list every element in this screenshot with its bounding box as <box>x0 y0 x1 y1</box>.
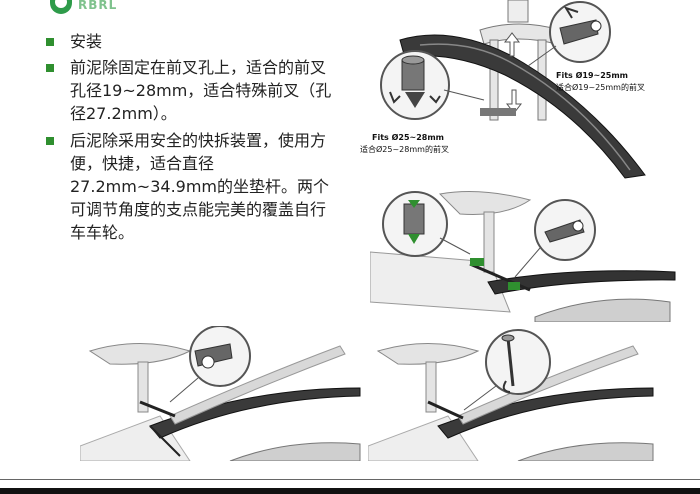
rear-fender-shape <box>487 270 676 295</box>
front-fender-figure: Fits Ø19~25mm 适合Ø19~25mm的前叉 Fits Ø25~28m… <box>360 0 680 185</box>
footer-divider <box>0 479 700 480</box>
fits-19-25-label: Fits Ø19~25mm <box>556 70 628 80</box>
bullet-text: 前泥除固定在前叉孔上，适合的前叉孔径19~28mm，适合特殊前叉（孔径27.2m… <box>70 58 332 123</box>
fits-25-28-cn-label: 适合Ø25~28mm的前叉 <box>360 144 449 154</box>
bullet-square-icon <box>46 64 54 72</box>
logo-icon <box>50 0 72 14</box>
bullet-square-icon <box>46 38 54 46</box>
bullet-text: 安装 <box>70 32 103 51</box>
bullet-square-icon <box>46 137 54 145</box>
front-fender-shape <box>399 34 646 179</box>
rear-fender-figure <box>370 182 680 322</box>
logo-text: RBRL <box>78 0 118 12</box>
instruction-text: 安装 前泥除固定在前叉孔上，适合的前叉孔径19~28mm，适合特殊前叉（孔径27… <box>40 30 340 244</box>
rear-fender-side-view-right <box>368 326 658 461</box>
bullet-text: 后泥除采用安全的快拆装置，使用方便，快捷，适合直径27.2mm~34.9mm的坐… <box>70 131 330 242</box>
bullet-install: 安装 <box>40 30 340 53</box>
brand-logo: RBRL <box>50 0 117 14</box>
bullet-front-fender: 前泥除固定在前叉孔上，适合的前叉孔径19~28mm，适合特殊前叉（孔径27.2m… <box>40 56 340 125</box>
fits-19-25-cn-label: 适合Ø19~25mm的前叉 <box>556 82 645 92</box>
rear-fender-side-view-left <box>80 326 365 461</box>
fits-25-28-label: Fits Ø25~28mm <box>372 132 444 142</box>
bullet-rear-fender: 后泥除采用安全的快拆装置，使用方便，快捷，适合直径27.2mm~34.9mm的坐… <box>40 129 340 244</box>
footer-bar <box>0 488 700 494</box>
